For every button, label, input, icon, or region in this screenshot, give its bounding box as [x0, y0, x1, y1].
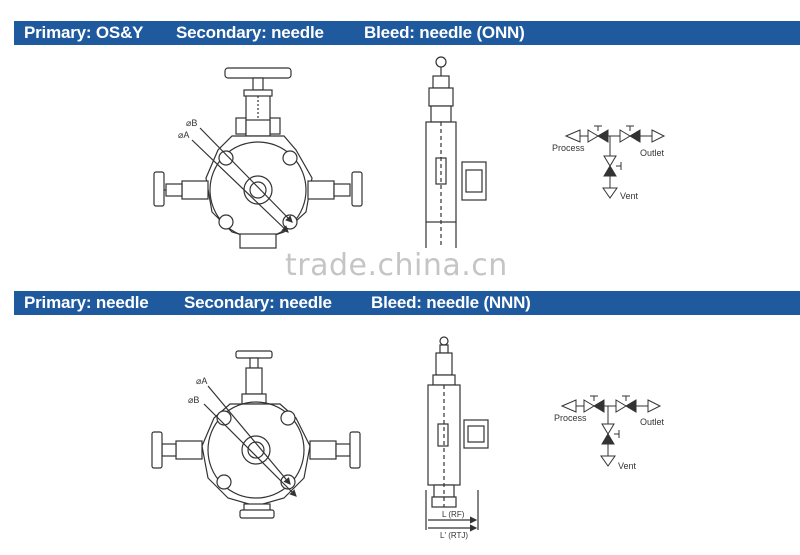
section-2-process-label: Process: [554, 413, 587, 423]
section-1-process-label: Process: [552, 143, 585, 153]
section-2-primary: Primary: needle: [24, 293, 149, 312]
section-2-vent-label: Vent: [618, 461, 637, 471]
section-1-label-b: ⌀B: [186, 118, 197, 128]
section-1-banner: Primary: OS&Y Secondary: needle Bleed: n…: [14, 21, 800, 45]
section-2-banner: Primary: needle Secondary: needle Bleed:…: [14, 291, 800, 315]
section-2-label-a: ⌀A: [196, 376, 207, 386]
section-1-schematic: [564, 125, 666, 199]
section-1-secondary: Secondary: needle: [176, 23, 324, 42]
section-1-front-view: [153, 67, 363, 249]
section-1-side-view: [425, 56, 487, 248]
section-2-bleed: Bleed: needle (NNN): [371, 293, 531, 312]
section-1-primary: Primary: OS&Y: [24, 23, 144, 42]
watermark: trade.china.cn: [285, 248, 508, 283]
section-2-side-view: [425, 336, 489, 532]
section-2-label-b: ⌀B: [188, 395, 199, 405]
section-1-outlet-label: Outlet: [640, 148, 665, 158]
section-1-vent-label: Vent: [620, 191, 639, 201]
section-1-label-a: ⌀A: [178, 130, 189, 140]
section-2-dim-rtj: L' (RTJ): [440, 531, 468, 540]
section-1-bleed: Bleed: needle (ONN): [364, 23, 525, 42]
section-2-dim-rf: L (RF): [442, 510, 465, 519]
section-2-outlet-label: Outlet: [640, 417, 665, 427]
section-2-secondary: Secondary: needle: [184, 293, 332, 312]
section-2-front-view: [151, 350, 361, 519]
section-2-schematic: [560, 395, 662, 467]
